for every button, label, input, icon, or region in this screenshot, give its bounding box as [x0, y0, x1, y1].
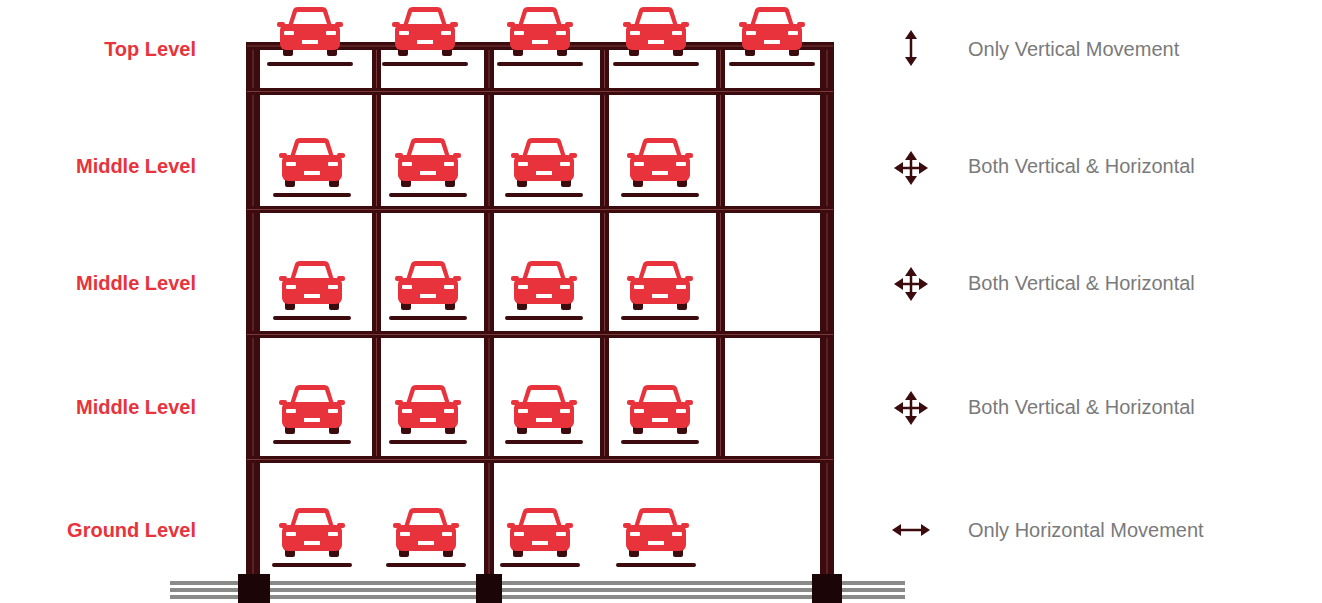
car-on-pallet: [505, 261, 583, 320]
arrowhead: [894, 278, 903, 290]
beam-stripe: [247, 459, 833, 460]
car-on-pallet: [389, 138, 467, 197]
car-on-pallet: [505, 138, 583, 197]
car-on-pallet: [621, 385, 699, 444]
arrowhead: [894, 162, 903, 174]
arrowhead: [905, 151, 917, 160]
arrowhead: [905, 292, 917, 301]
arrowhead: [905, 176, 917, 185]
movement-label: Only Horizontal Movement: [968, 518, 1204, 542]
car-on-pallet: [272, 508, 352, 567]
steel-column: [484, 42, 494, 582]
car-on-pallet: [273, 138, 351, 197]
car-on-pallet: [273, 261, 351, 320]
car-on-pallet: [621, 138, 699, 197]
steel-beam: [246, 331, 834, 338]
car-on-pallet: [389, 261, 467, 320]
steel-beam: [246, 456, 834, 463]
arrowhead: [919, 402, 928, 414]
car-on-pallet: [267, 7, 353, 66]
footing: [476, 574, 502, 603]
column-stripe: [253, 43, 254, 581]
column-stripe: [376, 43, 377, 461]
arrowhead: [905, 391, 917, 400]
car-on-pallet: [273, 385, 351, 444]
ground-rail: [170, 595, 905, 599]
column-stripe: [827, 43, 828, 581]
steel-beam: [246, 206, 834, 213]
car-on-pallet: [500, 508, 580, 567]
ground-rail: [170, 581, 905, 585]
arrowhead: [919, 162, 928, 174]
arrowhead: [905, 57, 917, 66]
car-on-pallet: [382, 7, 468, 66]
movement-label: Both Vertical & Horizontal: [968, 154, 1195, 178]
column-stripe: [604, 43, 605, 461]
movement-label: Only Vertical Movement: [968, 37, 1179, 61]
car-on-pallet: [613, 7, 699, 66]
level-label: Middle Level: [76, 395, 196, 419]
level-label: Middle Level: [76, 154, 196, 178]
level-label: Ground Level: [67, 518, 196, 542]
beam-stripe: [247, 91, 833, 92]
car-on-pallet: [386, 508, 466, 567]
arrowhead: [905, 416, 917, 425]
arrowhead: [919, 278, 928, 290]
arrowhead: [892, 524, 901, 536]
footing: [812, 574, 842, 603]
steel-column: [246, 42, 260, 582]
car-on-pallet: [621, 261, 699, 320]
level-label: Top Level: [104, 37, 196, 61]
movement-label: Both Vertical & Horizontal: [968, 395, 1195, 419]
movement-label: Both Vertical & Horizontal: [968, 271, 1195, 295]
steel-column: [820, 42, 834, 582]
arrowhead: [921, 524, 930, 536]
steel-beam: [246, 88, 834, 95]
ground-rail: [170, 588, 905, 592]
beam-stripe: [247, 209, 833, 210]
steel-column: [372, 42, 381, 462]
car-on-pallet: [729, 7, 815, 66]
level-label: Middle Level: [76, 271, 196, 295]
beam-stripe: [247, 334, 833, 335]
car-on-pallet: [616, 508, 696, 567]
steel-column: [600, 42, 609, 462]
column-stripe: [489, 43, 490, 581]
column-stripe: [720, 43, 721, 461]
car-on-pallet: [505, 385, 583, 444]
arrowhead: [905, 30, 917, 39]
car-on-pallet: [497, 7, 583, 66]
arrowhead: [894, 402, 903, 414]
steel-column: [716, 42, 725, 462]
footing: [238, 574, 270, 603]
arrowhead: [905, 267, 917, 276]
car-on-pallet: [389, 385, 467, 444]
